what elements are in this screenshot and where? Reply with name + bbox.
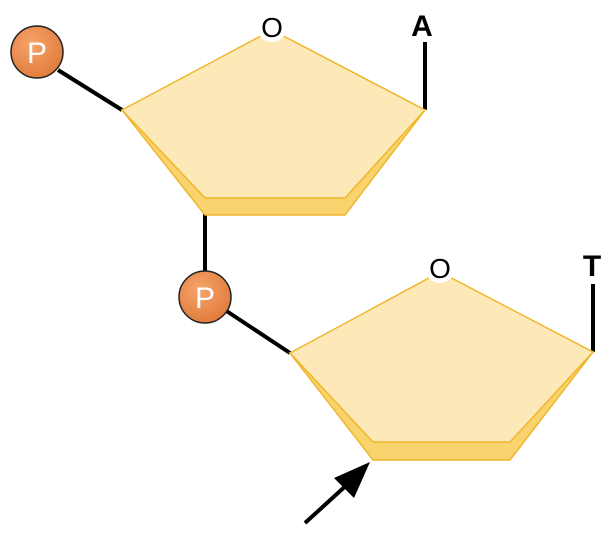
phosphate-label: P	[195, 282, 215, 315]
deoxyribose-sugar-2: O	[288, 253, 595, 461]
phosphate-label: P	[27, 37, 47, 70]
ring-oxygen-label: O	[429, 253, 451, 284]
ring-oxygen-label: O	[261, 12, 283, 43]
base-label-a: A	[411, 10, 433, 43]
pointer-arrow	[303, 462, 370, 525]
phosphate-group-2: P	[178, 270, 232, 324]
deoxyribose-sugar-1: O	[120, 12, 427, 216]
phosphate-bond-1	[56, 68, 124, 112]
base-label-t: T	[583, 250, 601, 283]
phosphate-group-1: P	[10, 25, 64, 79]
phosphate-bond-2	[223, 308, 292, 355]
